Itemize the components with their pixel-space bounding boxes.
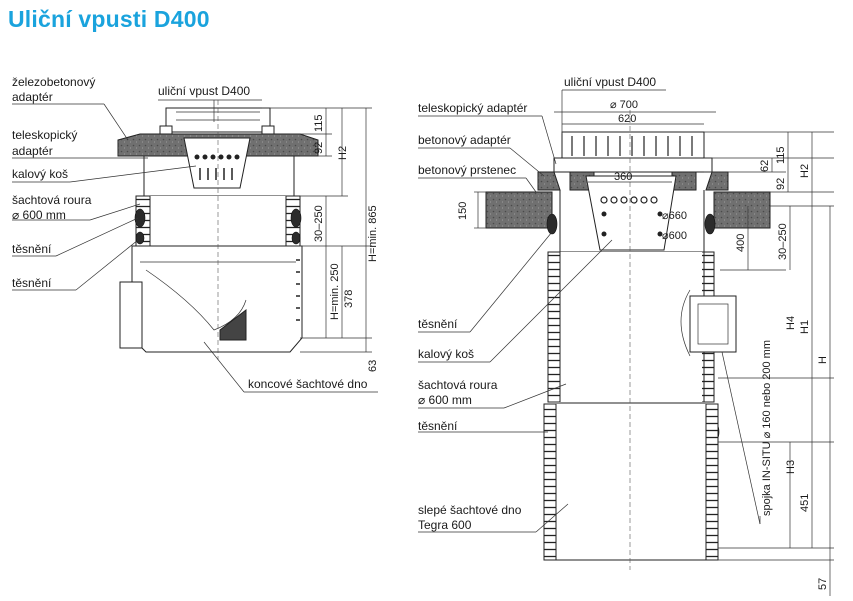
right-dim-h2: H2	[799, 164, 811, 178]
left-label-concrete-adapter-2: adaptér	[12, 90, 53, 104]
right-dim-h1: H1	[799, 320, 811, 334]
right-dim-92: 92	[775, 178, 787, 190]
left-dim-hmin250: H=min. 250	[329, 263, 341, 320]
left-label-shaft-pipe-1: šachtová roura	[12, 193, 92, 207]
right-dim-620: 620	[618, 113, 636, 125]
left-label-gully-top: uliční vpust D400	[158, 84, 250, 98]
left-dim-115: 115	[313, 114, 325, 132]
left-dim-63: 63	[367, 360, 379, 372]
left-sludge-basket	[183, 137, 251, 189]
right-dim-700: ⌀ 700	[610, 99, 638, 111]
right-telescopic-adapter	[553, 157, 713, 173]
right-gully-grate	[561, 131, 705, 159]
right-label-gully-top: uliční vpust D400	[564, 75, 656, 89]
right-label-insitu: spojka IN-SITU ⌀ 160 nebo 200 mm	[761, 340, 773, 516]
right-label-blind-bottom-1: slepé šachtové dno	[418, 503, 522, 517]
left-label-end-bottom: koncové šachtové dno	[248, 377, 368, 391]
right-dim-h4: H4	[785, 316, 797, 330]
right-dim-h3: H3	[785, 460, 797, 474]
right-label-concrete-adapter: betonový adaptér	[418, 133, 511, 147]
left-label-shaft-pipe-2: ⌀ 600 mm	[12, 208, 66, 222]
page-title: Uliční vpusti D400	[8, 6, 210, 32]
right-insitu-connection	[689, 295, 737, 353]
right-dim-62: 62	[759, 160, 771, 172]
left-dim-30-250: 30–250	[313, 205, 325, 242]
right-dim-57: 57	[817, 578, 829, 590]
right-label-blind-bottom-2: Tegra 600	[418, 518, 472, 532]
left-dim-378: 378	[343, 290, 355, 308]
right-dim-30-250: 30–250	[777, 223, 789, 260]
left-drawing: 115 92 H2 30–250 H=min. 865 H=min. 250 3…	[12, 75, 379, 393]
right-dim-115: 115	[775, 146, 787, 164]
left-dim-92: 92	[313, 142, 325, 154]
left-dim-hmin865: H=min. 865	[367, 205, 379, 262]
left-outlet-pipe	[119, 281, 143, 349]
right-dim-h: H	[817, 356, 829, 364]
left-label-telescopic-2: adaptér	[12, 144, 53, 158]
right-concrete-adapter	[537, 171, 561, 191]
right-label-seal-upper: těsnění	[418, 317, 458, 331]
left-label-telescopic-1: teleskopický	[12, 128, 77, 142]
left-label-concrete-adapter-1: železobetonový	[12, 75, 95, 89]
left-label-seal-upper: těsnění	[12, 242, 52, 256]
right-concrete-ring	[485, 191, 553, 229]
right-dim-150: 150	[457, 202, 469, 220]
right-dim-600: ⌀600	[662, 230, 687, 242]
right-dim-451: 451	[799, 494, 811, 512]
left-seal-upper	[134, 208, 146, 228]
left-seal-lower	[135, 231, 145, 245]
right-label-shaft-pipe-1: šachtová roura	[418, 378, 498, 392]
right-label-seal-lower: těsnění	[418, 419, 458, 433]
right-dim-360: 360	[614, 171, 632, 183]
right-label-telescopic: teleskopický adaptér	[418, 101, 527, 115]
right-drawing: ⌀ 700 620 360 ⌀660 ⌀600 150 400 62 115 9…	[418, 75, 834, 596]
right-label-shaft-pipe-2: ⌀ 600 mm	[418, 393, 472, 407]
right-sludge-basket	[585, 175, 677, 251]
left-label-sludge-basket: kalový koš	[12, 167, 68, 181]
right-dim-660: ⌀660	[662, 210, 687, 222]
right-label-concrete-ring: betonový prstenec	[418, 163, 516, 177]
left-dim-h2: H2	[337, 146, 349, 160]
right-dim-400: 400	[735, 234, 747, 252]
right-seal-upper	[546, 213, 558, 235]
right-label-sludge-basket: kalový koš	[418, 347, 474, 361]
left-label-seal-lower: těsnění	[12, 276, 52, 290]
